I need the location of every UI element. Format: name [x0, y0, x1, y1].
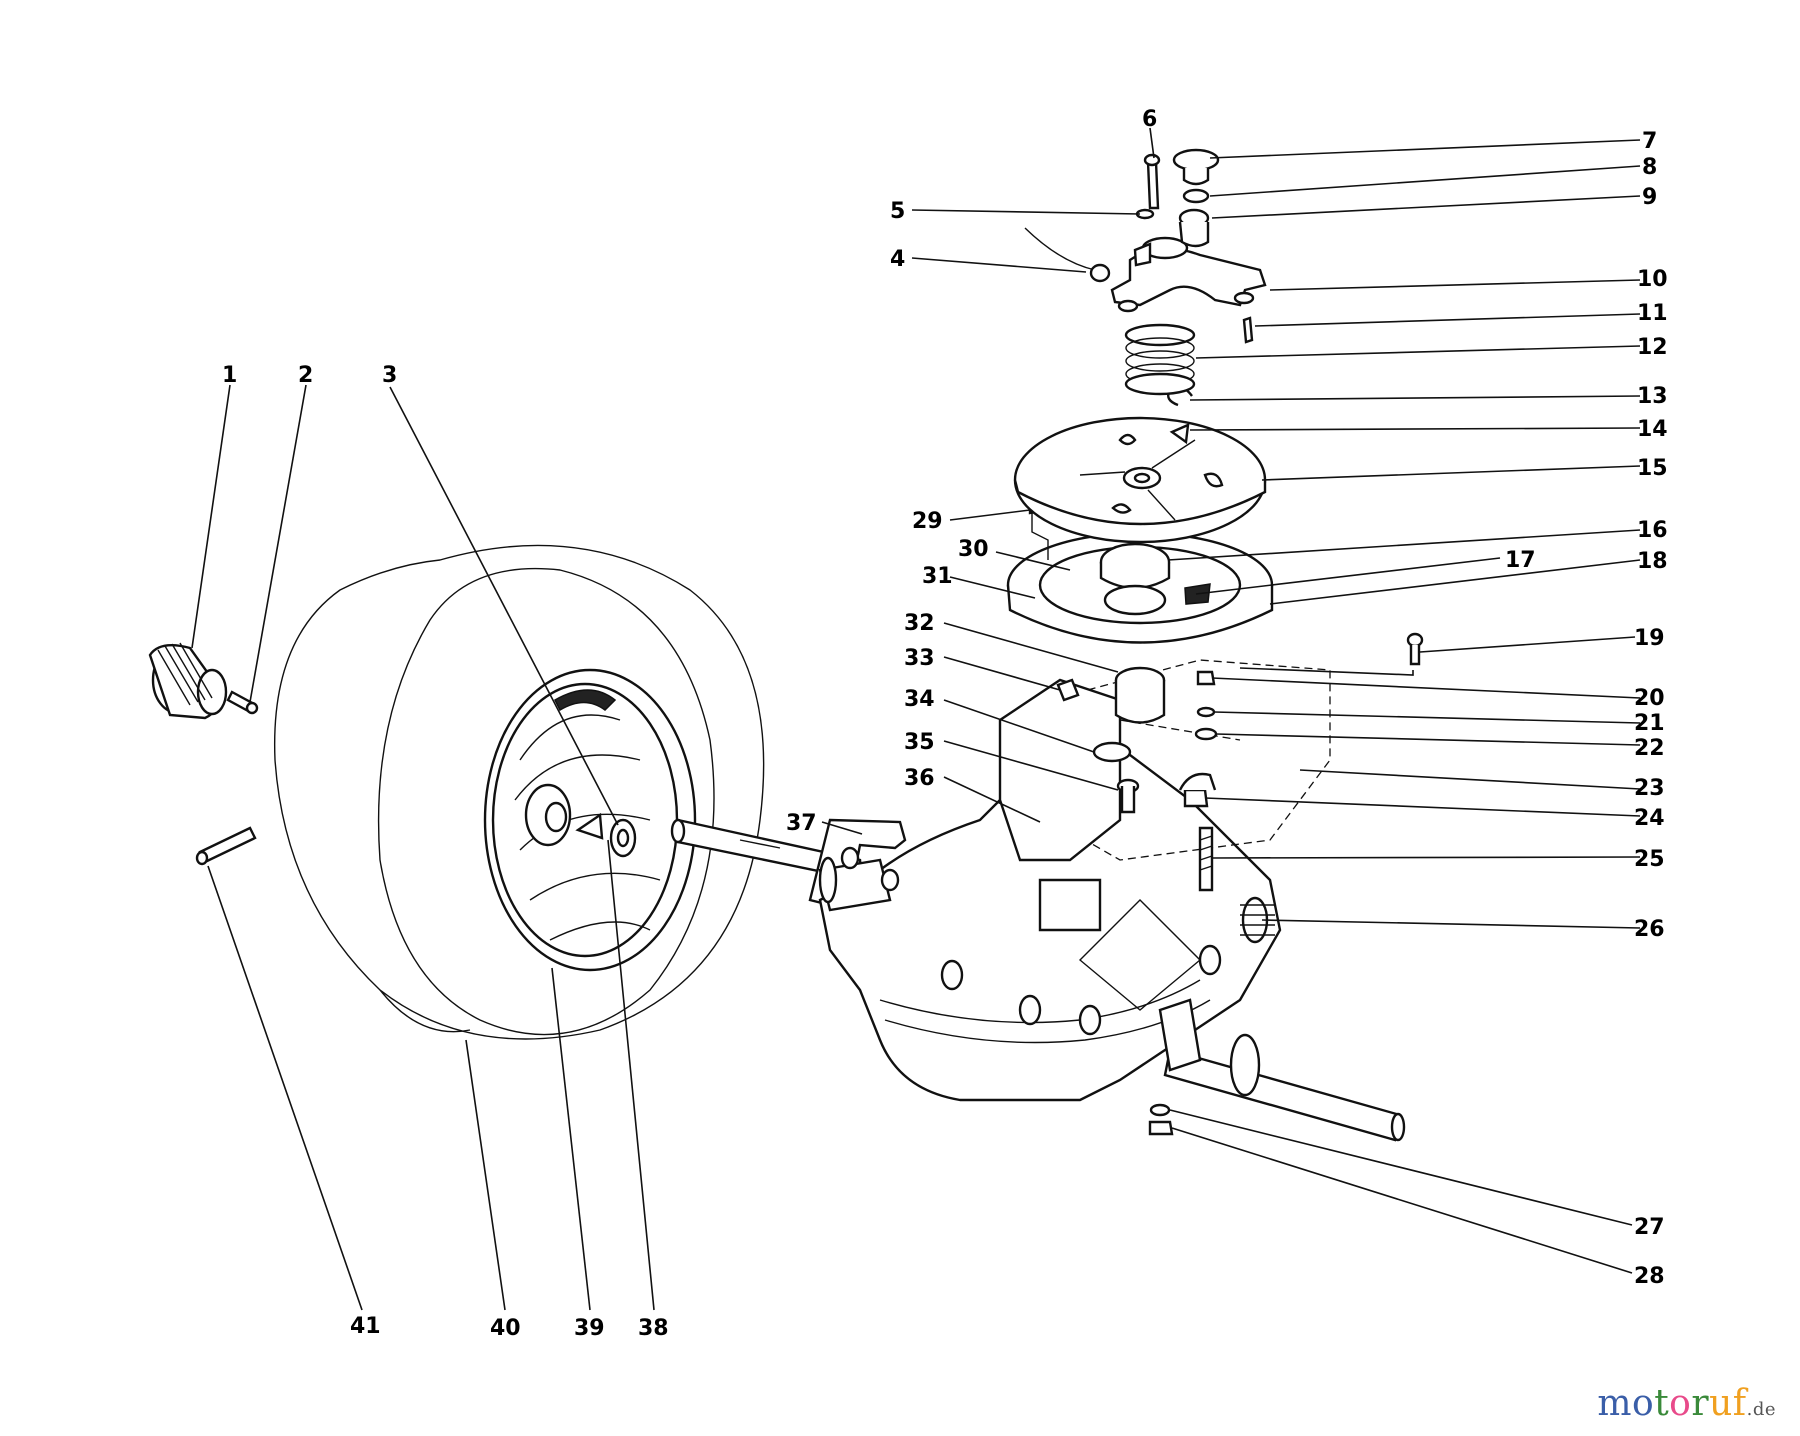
watermark-letter: o [1632, 1383, 1655, 1424]
part-bolt-19 [1406, 632, 1424, 666]
callout-8: 8 [1642, 155, 1657, 180]
callout-12: 12 [1637, 335, 1668, 360]
part-bearing-hub [818, 846, 900, 912]
part-clutch-pulley [1006, 531, 1274, 644]
part-guard-plate [998, 659, 1331, 932]
callout-32: 32 [904, 611, 935, 636]
watermark-letter: t [1654, 1383, 1670, 1424]
callout-28: 28 [1634, 1264, 1665, 1289]
part-top-stack [1135, 148, 1220, 248]
callout-10: 10 [1637, 267, 1668, 292]
callout-7: 7 [1642, 129, 1657, 154]
callout-33: 33 [904, 646, 935, 671]
callout-21: 21 [1634, 711, 1665, 736]
callout-41: 41 [350, 1314, 381, 1339]
callout-24: 24 [1634, 806, 1665, 831]
callout-labels: 1 2 3 4 5 6 7 8 9 10 11 12 13 14 15 16 1… [222, 107, 1668, 1341]
callout-18: 18 [1637, 549, 1668, 574]
callout-4: 4 [890, 247, 905, 272]
callout-25: 25 [1634, 847, 1665, 872]
watermark-letter: u [1709, 1383, 1733, 1424]
part-tire [273, 544, 765, 1040]
part-valve-stem [195, 826, 257, 866]
part-washer-34 [1092, 741, 1132, 763]
watermark-logo: motoruf.de [1597, 1383, 1776, 1424]
part-axle-bearing-sleeve [148, 642, 228, 720]
callout-5: 5 [890, 199, 905, 224]
part-axle-key-pin [226, 690, 259, 715]
callout-6: 6 [1142, 107, 1157, 132]
part-washer-nut [1148, 1103, 1174, 1136]
callout-14: 14 [1637, 417, 1668, 442]
callout-17: 17 [1505, 548, 1536, 573]
callout-31: 31 [922, 564, 953, 589]
part-pressure-plate [1013, 416, 1267, 544]
callout-34: 34 [904, 687, 935, 712]
callout-20: 20 [1634, 686, 1665, 711]
callout-40: 40 [490, 1316, 521, 1341]
part-axle-shaft-right [1158, 998, 1406, 1142]
watermark-letter: f [1732, 1383, 1747, 1424]
callout-23: 23 [1634, 776, 1665, 801]
callout-36: 36 [904, 766, 935, 791]
part-clutch-bracket [1110, 236, 1267, 344]
callout-16: 16 [1637, 518, 1668, 543]
watermark-letter: r [1691, 1383, 1710, 1424]
callout-1: 1 [222, 363, 237, 388]
watermark-letter: o [1669, 1383, 1692, 1424]
part-wire-nut [1024, 227, 1111, 283]
leader-lines [191, 127, 1641, 1311]
callout-19: 19 [1634, 626, 1665, 651]
callout-15: 15 [1637, 456, 1668, 481]
part-bushing [1056, 666, 1166, 724]
part-woodruff-key [575, 812, 604, 840]
part-screw-35 [1116, 778, 1140, 814]
callout-30: 30 [958, 537, 989, 562]
watermark-letter: m [1597, 1383, 1633, 1424]
callout-13: 13 [1637, 384, 1668, 409]
callout-35: 35 [904, 730, 935, 755]
callout-22: 22 [1634, 736, 1665, 761]
callout-37: 37 [786, 811, 817, 836]
part-spring [1124, 323, 1196, 396]
callout-2: 2 [298, 363, 313, 388]
part-wheel-rim [483, 668, 697, 972]
callout-11: 11 [1637, 301, 1668, 326]
callout-26: 26 [1634, 917, 1665, 942]
part-stud [1178, 772, 1217, 892]
watermark-tld: .de [1746, 1399, 1776, 1420]
callout-3: 3 [382, 363, 397, 388]
callout-39: 39 [574, 1316, 605, 1341]
parts-illustration [148, 148, 1424, 1142]
callout-9: 9 [1642, 185, 1657, 210]
callout-29: 29 [912, 509, 943, 534]
part-nut-washers [1194, 670, 1218, 741]
callout-38: 38 [638, 1316, 669, 1341]
callout-27: 27 [1634, 1215, 1665, 1240]
